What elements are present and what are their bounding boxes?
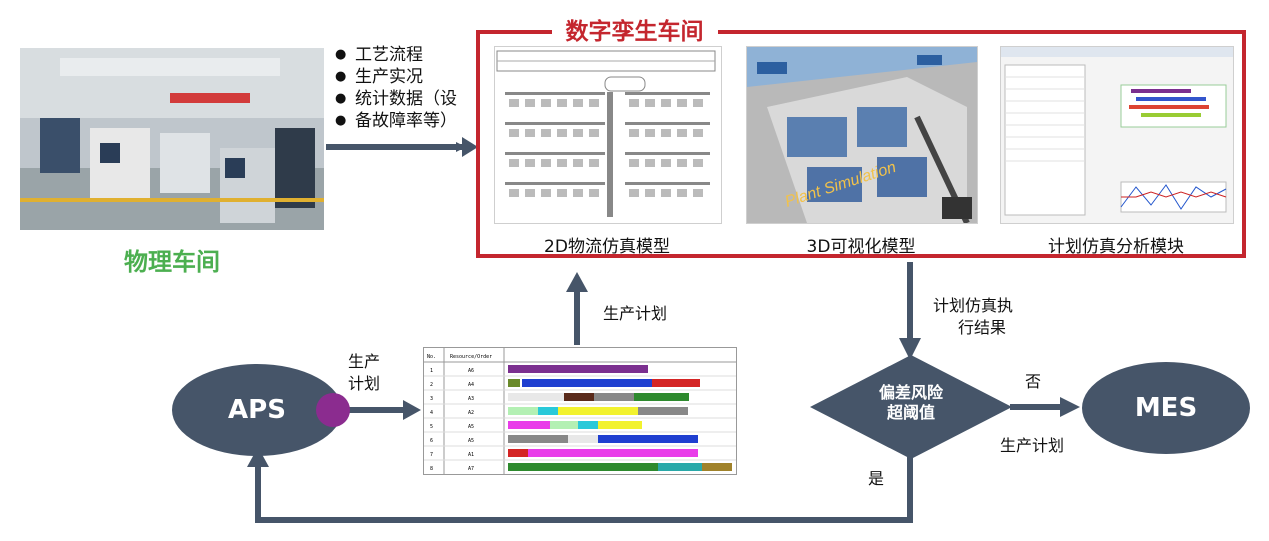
aps-node: APS — [172, 364, 342, 456]
workshop-photo — [20, 48, 324, 230]
gantt-header-no: No. — [427, 354, 436, 360]
digital-twin-frame — [476, 30, 1246, 258]
data-bullet-list: 工艺流程 生产实况 统计数据（设 备故障率等） — [335, 44, 457, 132]
gantt-row-res: A7 — [468, 466, 474, 472]
label-sim-result-line2: 行结果 — [958, 318, 1007, 337]
gantt-row-res: A4 — [468, 382, 474, 388]
decision-diamond — [810, 355, 1012, 459]
gantt-row-res: A6 — [468, 368, 474, 374]
digital-twin-title: 数字孪生车间 — [0, 12, 1269, 46]
arrow-decision-to-aps — [255, 453, 913, 523]
gantt-row-no: 5 — [430, 424, 433, 430]
gantt-row-no: 8 — [430, 466, 433, 472]
label-yes: 是 — [868, 469, 885, 488]
label-production-plan-up: 生产计划 — [603, 304, 668, 323]
label-no: 否 — [1025, 372, 1042, 391]
caption-plan-module: 计划仿真分析模块 — [1048, 237, 1184, 257]
caption-2d-model: 2D物流仿真模型 — [544, 237, 670, 257]
bullet-item: 工艺流程 — [335, 44, 457, 66]
gantt-row-res: A2 — [468, 410, 474, 416]
gantt-row-no: 2 — [430, 382, 433, 388]
bullet-item: 统计数据（设 — [335, 88, 457, 110]
label-production-plan-mes: 生产计划 — [1000, 436, 1065, 455]
bullet-item-continued: 备故障率等） — [335, 110, 457, 132]
decision-line-2: 超阈值 — [886, 403, 935, 422]
physical-workshop-label: 物理车间 — [124, 248, 220, 276]
gantt-row-no: 3 — [430, 396, 433, 402]
decision-text: 偏差风险 超阈值 — [842, 383, 980, 423]
label-sim-result-line1: 计划仿真执 — [933, 296, 1014, 315]
gantt-row-res: A5 — [468, 438, 474, 444]
panel-plan-analysis — [1000, 46, 1234, 224]
gantt-row-no: 6 — [430, 438, 433, 444]
caption-3d-model: 3D可视化模型 — [806, 237, 916, 257]
gantt-row-no: 4 — [430, 410, 433, 416]
gantt-row-no: 7 — [430, 452, 433, 458]
gantt-row-res: A3 — [468, 396, 474, 402]
bullet-item: 生产实况 — [335, 66, 457, 88]
gantt-row-res: A5 — [468, 424, 474, 430]
panel-3d-visualization: Plant Simulation — [746, 46, 978, 224]
aps-output-dot — [316, 393, 350, 427]
mes-node: MES — [1082, 362, 1250, 454]
gantt-header-resource: Resource/Order — [450, 354, 492, 360]
decision-line-1: 偏差风险 — [878, 383, 943, 402]
panel-2d-logistics — [494, 46, 722, 224]
label-aps-plan-line2: 计划 — [348, 374, 381, 393]
gantt-row-res: A1 — [468, 452, 474, 458]
gantt-row-no: 1 — [430, 368, 433, 374]
label-aps-plan-line1: 生产 — [348, 352, 381, 371]
